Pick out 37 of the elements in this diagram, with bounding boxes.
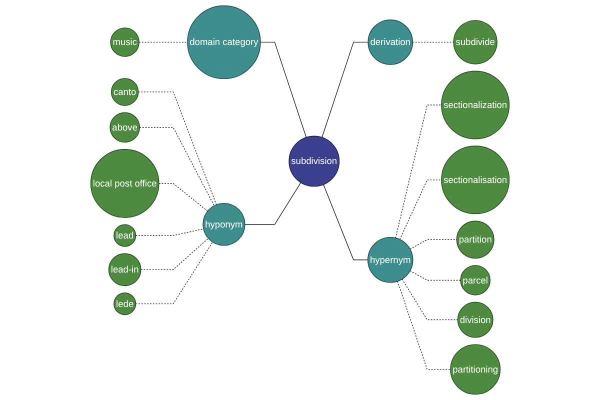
connector [412,42,454,43]
circle-node: lead [114,224,136,247]
circle-node: hypernym [367,237,414,283]
circle-node: sectionalisation [441,146,510,214]
circle-node: canto [110,78,139,106]
connector [395,104,442,238]
connector [260,42,307,138]
connector [323,184,368,260]
circle-node: above [110,112,140,143]
circle-node: music [110,28,140,57]
connector [410,239,458,250]
connector [244,182,302,225]
circle-node: hyponym [202,203,246,246]
connector [322,42,368,138]
circle-node: sectionalization [441,70,510,140]
circle-node: lead-in [108,253,142,286]
connector [135,228,204,236]
connector [138,42,188,43]
connector [139,127,215,206]
connector [158,183,208,212]
connector [410,270,461,281]
circle-node: domain category [187,5,261,80]
circle-node: local post office [90,148,160,218]
connector [138,92,217,206]
circle-node: division [457,302,494,338]
connector [402,278,458,320]
connector [135,242,213,304]
circle-node: derivation [368,20,413,65]
connector [397,280,451,370]
circle-node: subdivide [453,20,498,64]
circle-node: subdivision [288,136,340,187]
connector [140,238,209,270]
circle-node: partition [456,220,494,259]
circle-node: lede [114,292,136,316]
connector [399,180,442,240]
circle-node: parcel [460,265,490,296]
circle-node: partitioning [450,344,501,395]
